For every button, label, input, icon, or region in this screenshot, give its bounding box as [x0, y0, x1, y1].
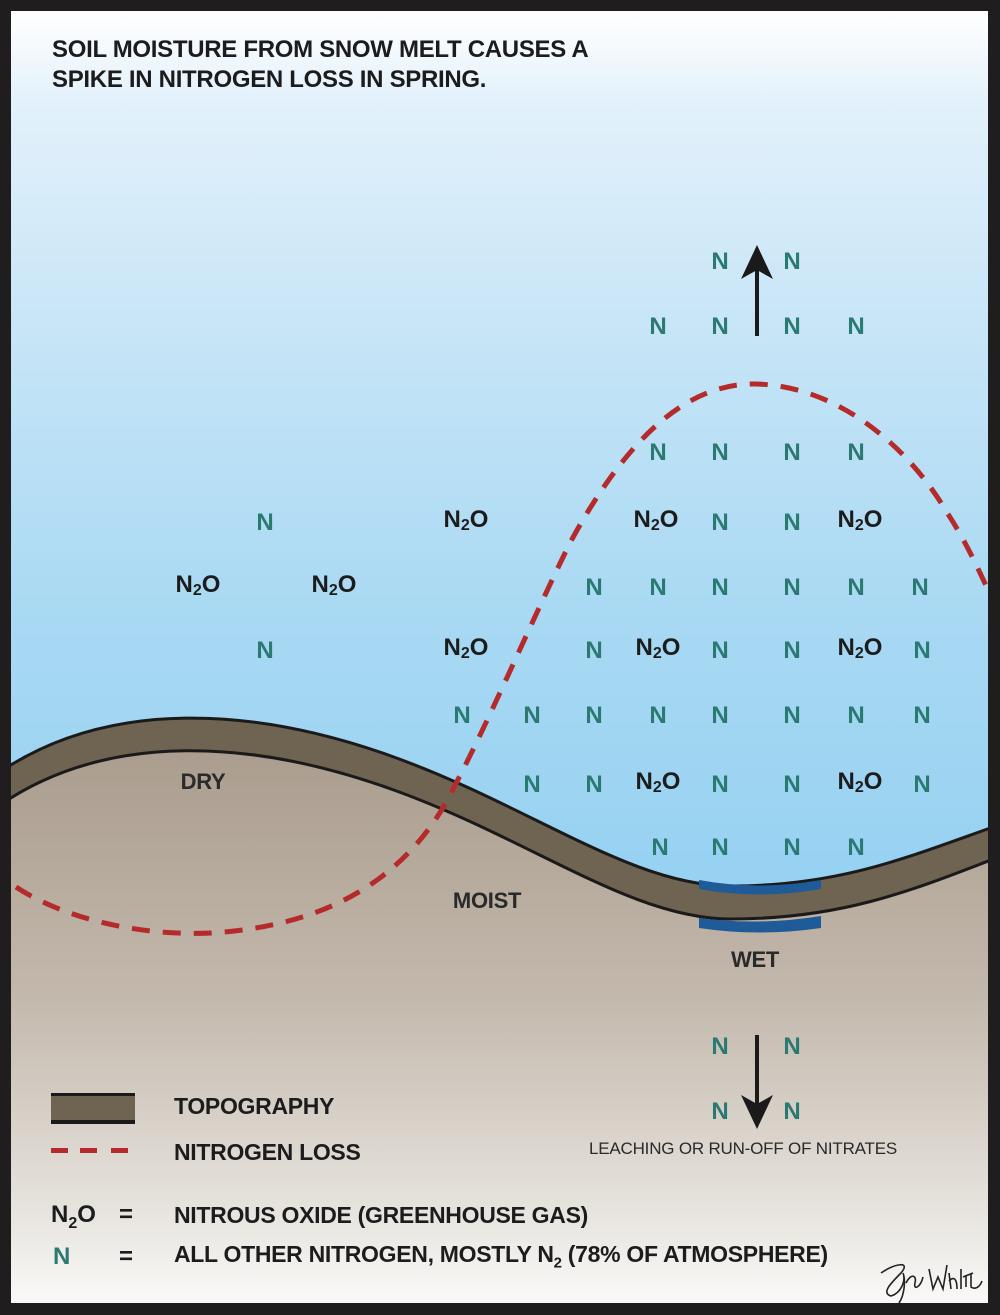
legend-topography-swatch	[51, 1093, 135, 1124]
soil-zone-wet-label: WET	[731, 947, 779, 972]
nitrogen-molecule: N	[783, 248, 801, 275]
leaching-caption: LEACHING OR RUN-OFF OF NITRATES	[589, 1139, 897, 1158]
artist-signature	[880, 1263, 983, 1303]
key-n-text-sub: 2	[553, 1254, 562, 1272]
nitrogen-molecule: N	[649, 313, 667, 340]
volatilization-arrow-up	[741, 245, 773, 336]
nitrogen-molecule: N	[913, 702, 931, 729]
n2o-molecule: N2O	[443, 506, 489, 535]
soil-zone-moist-label: MOIST	[452, 888, 522, 913]
nitrogen-molecule: N	[523, 771, 541, 798]
title-line-1: SOIL MOISTURE FROM SNOW MELT CAUSES A	[52, 36, 589, 63]
nitrogen-molecule: N	[847, 702, 865, 729]
key-n-text-prefix: ALL OTHER NITROGEN, MOSTLY N	[174, 1241, 554, 1267]
nitrogen-molecule: N	[649, 439, 667, 466]
nitrogen-molecule: N	[847, 574, 865, 601]
nitrogen-molecule: N	[523, 702, 541, 729]
nitrogen-molecule: N	[847, 834, 865, 861]
nitrogen-molecule: N	[783, 702, 801, 729]
key-n-text-suffix: (78% OF ATMOSPHERE)	[561, 1241, 828, 1267]
nitrogen-molecule: N	[585, 702, 603, 729]
n2o-molecule: N2O	[443, 634, 489, 663]
nitrogen-molecule: N	[783, 439, 801, 466]
nitrogen-molecule: N	[651, 834, 669, 861]
nitrogen-loss-curve	[14, 381, 988, 936]
nitrogen-molecule: N	[711, 637, 729, 664]
n2o-o: O	[77, 1201, 96, 1228]
n2o-molecule: N2O	[837, 506, 883, 535]
diagram-title: SOIL MOISTURE FROM SNOW MELT CAUSES A SP…	[52, 35, 589, 95]
nitrogen-molecule: N	[256, 637, 274, 664]
nitrogen-molecule: N	[783, 509, 801, 536]
soil-ground	[11, 738, 988, 1303]
wet-zone-top	[699, 880, 821, 895]
nitrogen-molecule: N	[783, 834, 801, 861]
n2o-sub: 2	[68, 1214, 78, 1232]
n2o-molecule: N2O	[311, 571, 357, 600]
n2o-molecule: N2O	[837, 634, 883, 663]
nitrogen-molecule: N	[783, 313, 801, 340]
key-n2o-equals: =	[119, 1201, 134, 1228]
nitrogen-molecule: N	[649, 702, 667, 729]
key-n-definition: ALL OTHER NITROGEN, MOSTLY N2 (78% OF AT…	[174, 1241, 828, 1272]
diagram-canvas: SOIL MOISTURE FROM SNOW MELT CAUSES A SP…	[11, 11, 988, 1303]
nitrogen-molecule: N	[783, 1098, 801, 1125]
nitrogen-molecule: N	[847, 313, 865, 340]
nitrogen-molecule: N	[585, 574, 603, 601]
key-n-equals: =	[119, 1243, 134, 1270]
legend-topography-label: TOPOGRAPHY	[174, 1093, 335, 1119]
nitrogen-molecule: N	[585, 771, 603, 798]
nitrogen-molecule: N	[585, 637, 603, 664]
nitrogen-molecule: N	[256, 509, 274, 536]
nitrogen-molecule: N	[711, 1033, 729, 1060]
nitrogen-molecule: N	[711, 574, 729, 601]
nitrogen-molecule: N	[711, 313, 729, 340]
n2o-molecule: N2O	[175, 571, 221, 600]
key-n-symbol: N	[53, 1243, 71, 1270]
wet-zone-bottom	[699, 916, 821, 933]
nitrogen-molecule: N	[711, 1098, 729, 1125]
title-line-2: SPIKE IN NITROGEN LOSS IN SPRING.	[52, 66, 487, 93]
legend-nitrogen-loss-swatch	[51, 1148, 128, 1153]
nitrogen-molecule: N	[783, 637, 801, 664]
scene-svg	[11, 245, 988, 1303]
n2o-molecule: N2O	[633, 506, 679, 535]
topography-band	[11, 716, 988, 921]
nitrogen-molecule: N	[711, 771, 729, 798]
nitrogen-molecule: N	[711, 834, 729, 861]
n2o-n: N	[51, 1201, 69, 1228]
nitrogen-molecule: N	[649, 574, 667, 601]
n2o-molecule: N2O	[837, 768, 883, 797]
nitrogen-molecule: N	[711, 439, 729, 466]
nitrogen-molecule: N	[453, 702, 471, 729]
n2o-molecule: N2O	[635, 768, 681, 797]
nitrogen-molecule: N	[847, 439, 865, 466]
legend-nitrogen-loss-label: NITROGEN LOSS	[174, 1139, 361, 1165]
nitrogen-molecule: N	[711, 702, 729, 729]
nitrogen-molecule: N	[913, 637, 931, 664]
nitrogen-molecule: N	[913, 771, 931, 798]
nitrogen-molecule: N	[911, 574, 929, 601]
nitrogen-molecule: N	[783, 574, 801, 601]
leaching-arrow-down	[741, 1035, 773, 1129]
key-n2o-definition: NITROUS OXIDE (GREENHOUSE GAS)	[174, 1202, 588, 1228]
nitrogen-molecule: N	[783, 771, 801, 798]
nitrogen-molecule: N	[783, 1033, 801, 1060]
key-n2o-symbol: N2O	[51, 1201, 96, 1233]
n2o-molecule: N2O	[635, 634, 681, 663]
nitrogen-molecule: N	[711, 248, 729, 275]
nitrogen-molecule: N	[711, 509, 729, 536]
soil-zone-dry-label: DRY	[180, 769, 226, 794]
